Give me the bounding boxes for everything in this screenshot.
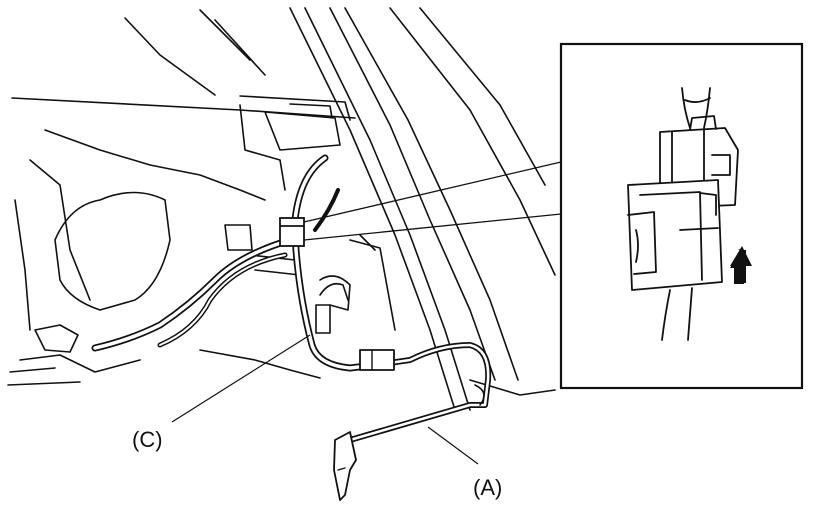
connector-detail-inset bbox=[559, 42, 804, 390]
sensor-lead-a bbox=[333, 342, 492, 501]
inset-pointer-lines bbox=[303, 161, 562, 241]
vehicle-body-panels bbox=[7, 7, 556, 411]
wiring-harness-c bbox=[91, 154, 379, 372]
connector-closeup bbox=[627, 87, 739, 341]
callout-a-label: (A) bbox=[473, 475, 502, 500]
leader-line-c bbox=[171, 334, 311, 423]
harness-connector bbox=[279, 217, 305, 247]
callout-leaders bbox=[171, 334, 479, 465]
up-arrow-icon bbox=[730, 246, 752, 284]
leader-line-a bbox=[427, 426, 479, 465]
callout-c-label: (C) bbox=[132, 427, 163, 452]
